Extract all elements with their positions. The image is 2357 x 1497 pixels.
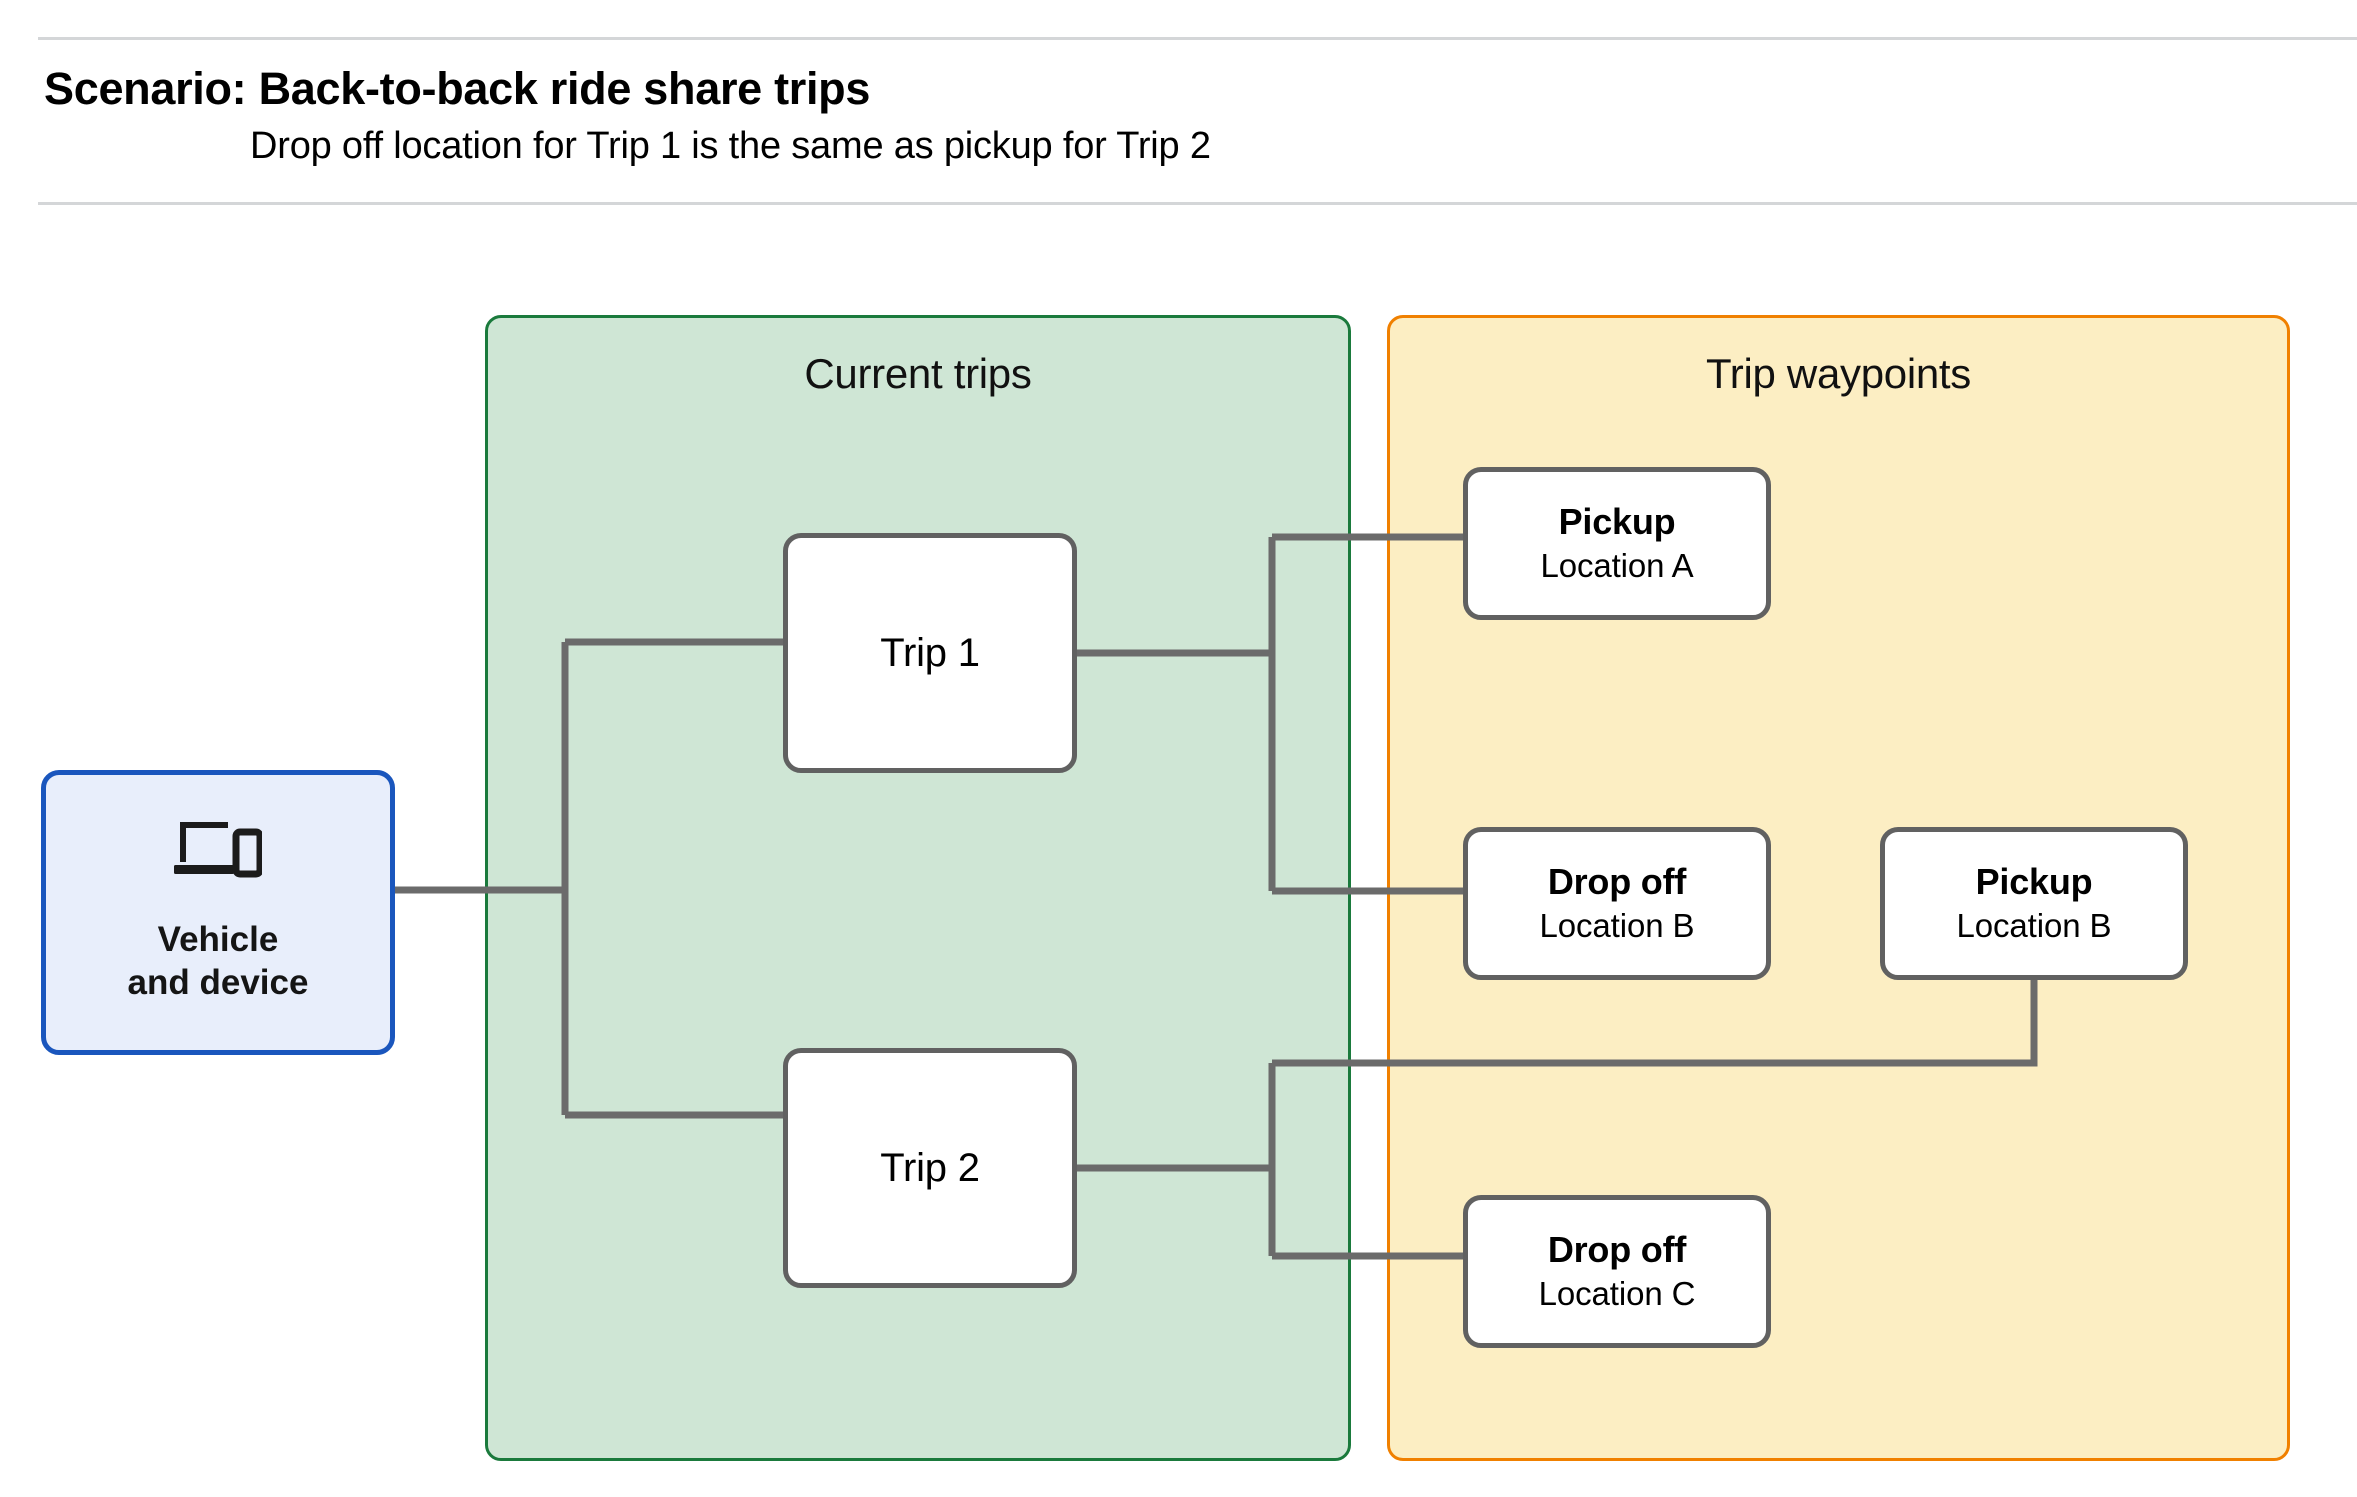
- waypoint-location-label: Location B: [1956, 907, 2112, 945]
- waypoint-type-label: Pickup: [1975, 860, 2093, 902]
- node-waypoint-pickup-a[interactable]: Pickup Location A: [1463, 467, 1771, 620]
- node-waypoint-pickup-b[interactable]: Pickup Location B: [1880, 827, 2188, 980]
- node-trip-1-label: Trip 1: [880, 630, 980, 675]
- vehicle-label: Vehicle and device: [127, 920, 309, 1002]
- page-subtitle: Drop off location for Trip 1 is the same…: [250, 125, 1211, 167]
- node-waypoint-dropoff-b[interactable]: Drop off Location B: [1463, 827, 1771, 980]
- group-trip-waypoints-title: Trip waypoints: [1705, 350, 1971, 397]
- page-title: Scenario: Back-to-back ride share trips: [44, 63, 871, 114]
- waypoint-location-label: Location B: [1539, 907, 1695, 945]
- waypoint-type-label: Pickup: [1558, 500, 1676, 542]
- node-waypoint-dropoff-c[interactable]: Drop off Location C: [1463, 1195, 1771, 1348]
- waypoint-location-label: Location C: [1538, 1275, 1696, 1313]
- node-trip-2-label: Trip 2: [880, 1145, 980, 1190]
- waypoint-type-label: Drop off: [1547, 1228, 1687, 1270]
- header-bottom-divider: [38, 202, 2357, 205]
- node-trip-2[interactable]: Trip 2: [783, 1048, 1077, 1288]
- waypoint-type-label: Drop off: [1547, 860, 1687, 902]
- node-trip-1[interactable]: Trip 1: [783, 533, 1077, 773]
- devices-laptop-phone-icon: [174, 816, 264, 883]
- header-top-divider: [38, 37, 2357, 40]
- node-vehicle-and-device[interactable]: Vehicle and device: [41, 770, 395, 1055]
- group-current-trips: Current trips: [485, 315, 1351, 1461]
- group-current-trips-title: Current trips: [804, 350, 1032, 397]
- waypoint-location-label: Location A: [1540, 547, 1694, 585]
